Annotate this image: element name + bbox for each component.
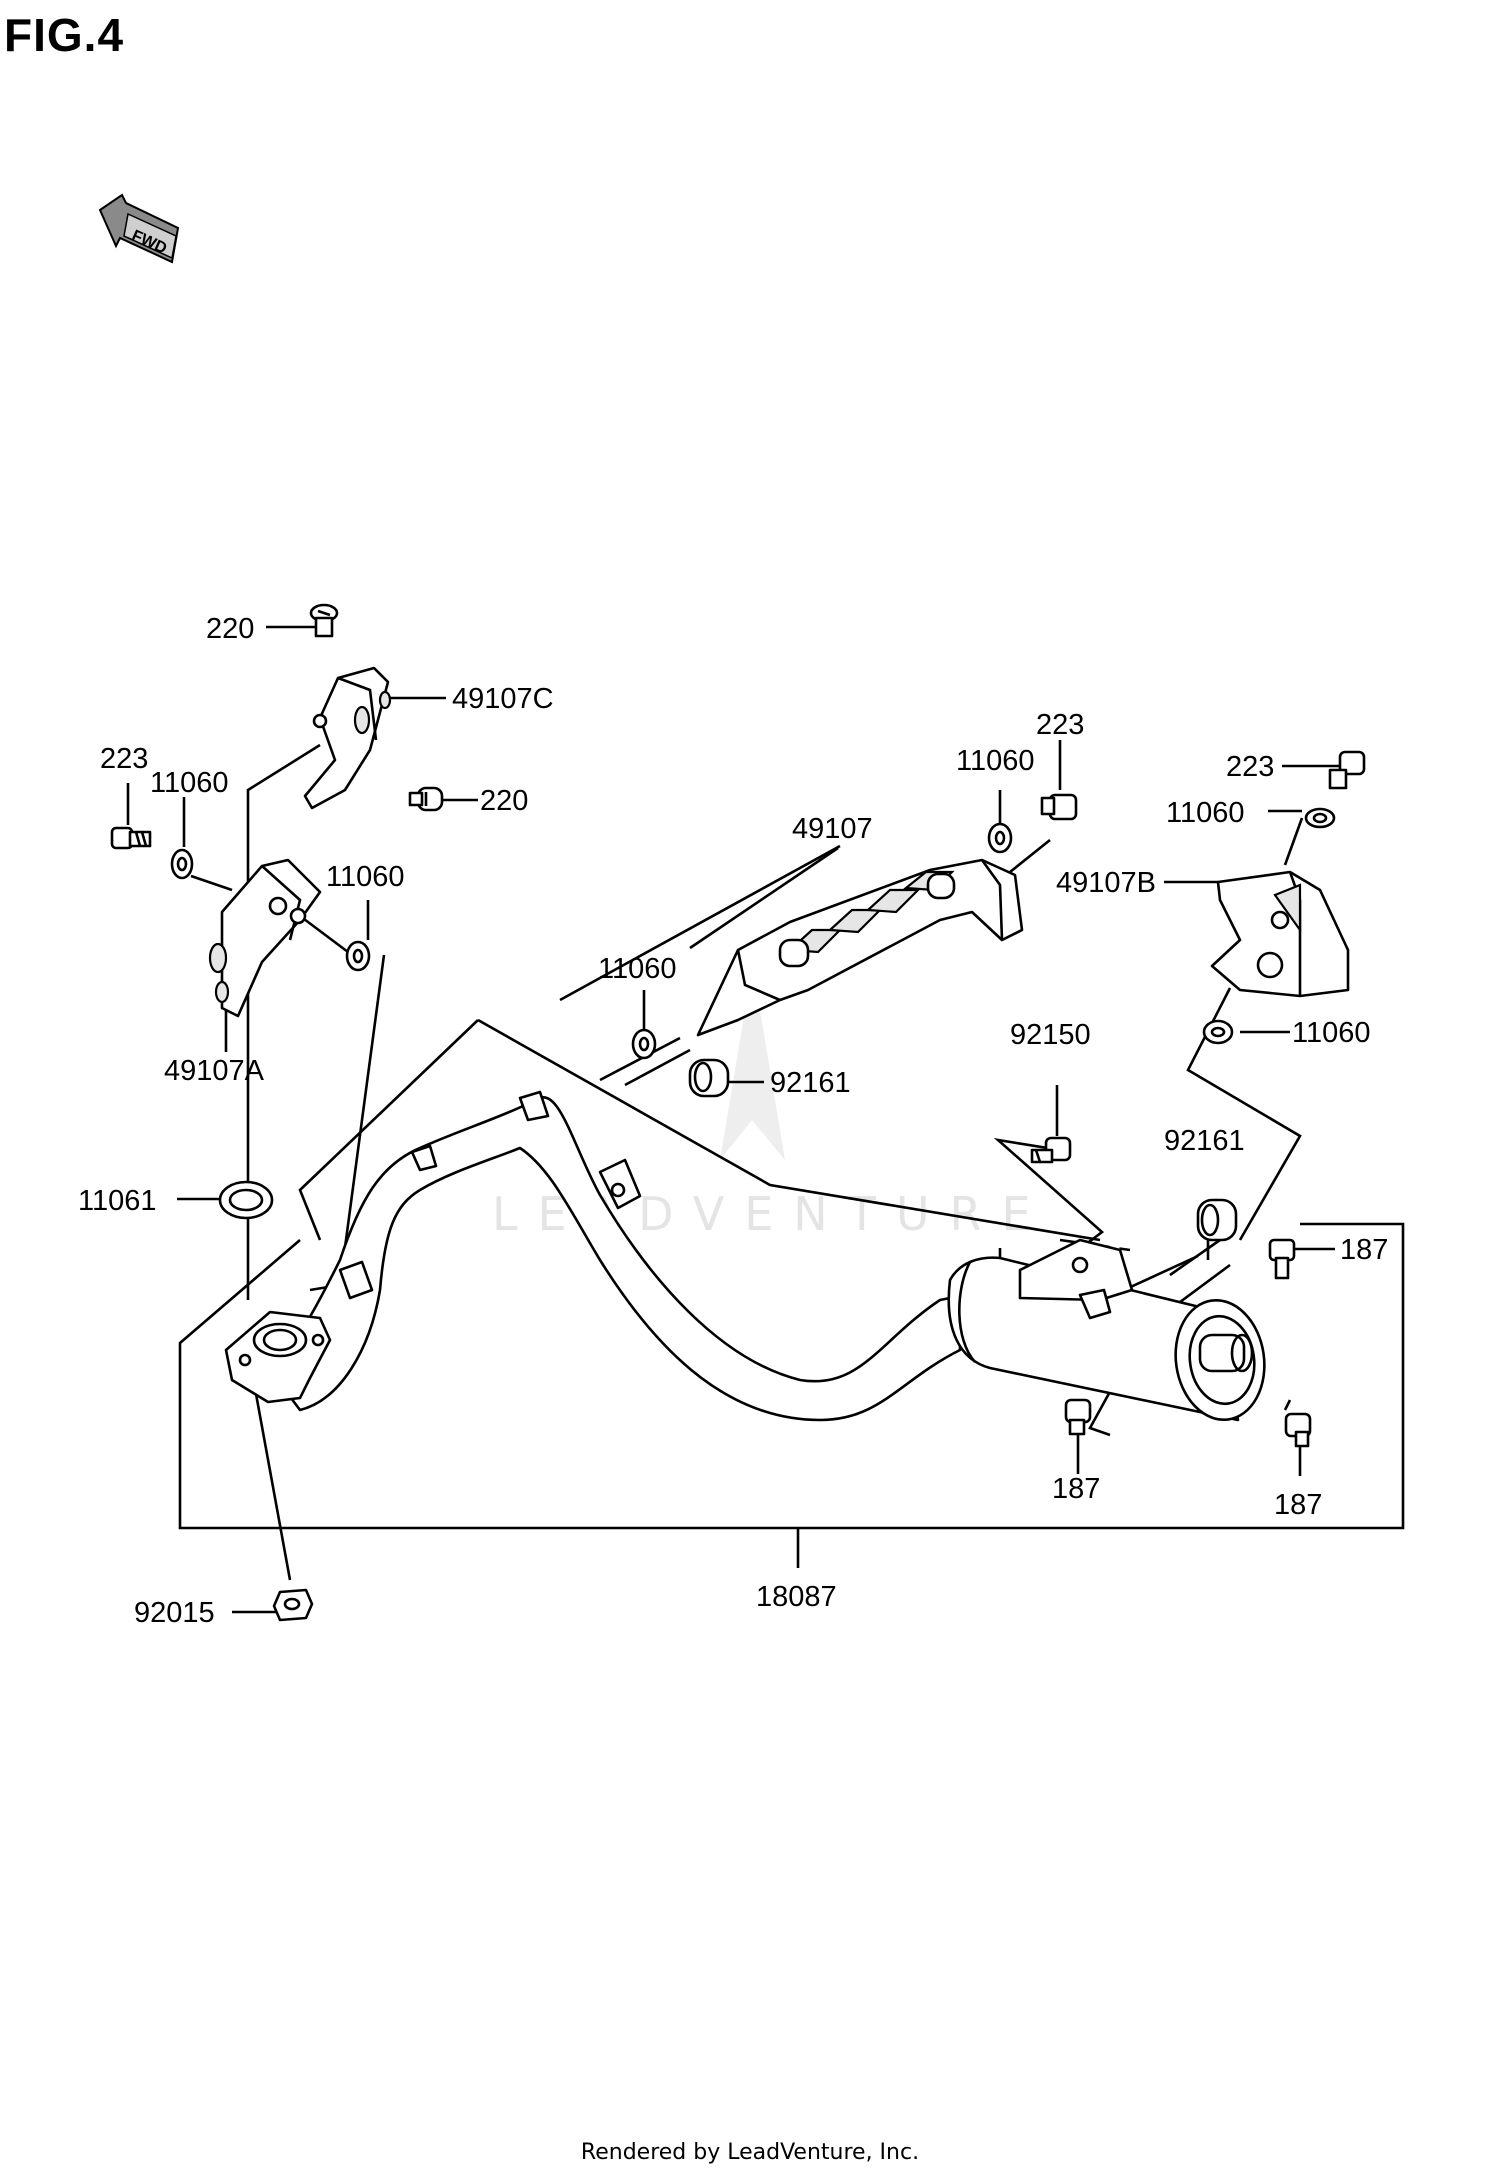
bolt-187-top-icon bbox=[1268, 1238, 1296, 1280]
muffler-assembly-18087-icon bbox=[224, 1090, 1266, 1422]
heat-guard-49107C-icon bbox=[303, 666, 392, 810]
render-credit-footer: Rendered by LeadVenture, Inc. bbox=[580, 2140, 920, 2165]
washer-11060-left-b-icon bbox=[345, 940, 371, 972]
callout-220-mid: 220 bbox=[480, 785, 528, 817]
bolt-187-bottom-right-icon bbox=[1284, 1412, 1312, 1448]
callout-11060-right-bottom: 11060 bbox=[1292, 1017, 1371, 1049]
figure-title: FIG.4 bbox=[4, 9, 125, 61]
heat-guard-49107-icon bbox=[696, 858, 1024, 1037]
bolt-223-left-icon bbox=[110, 826, 152, 850]
callout-92150: 92150 bbox=[1010, 1019, 1091, 1051]
screw-220-mid-icon bbox=[408, 786, 444, 812]
leader-lines bbox=[126, 625, 1340, 1614]
nut-92015-icon bbox=[272, 1588, 314, 1622]
washer-11060-left-a-icon bbox=[170, 848, 194, 880]
callout-220-top: 220 bbox=[206, 613, 254, 645]
callout-labels: 220 49107C 220 223 11060 11060 49107A 11… bbox=[78, 613, 1388, 1629]
damper-92161-right-icon bbox=[1196, 1198, 1238, 1242]
washer-11060-right-top-icon bbox=[1304, 807, 1336, 829]
callout-187-bottom-left: 187 bbox=[1052, 1473, 1100, 1505]
gasket-11061-icon bbox=[218, 1180, 274, 1220]
callout-92161-right: 92161 bbox=[1164, 1125, 1245, 1157]
bolt-187-bottom-left-icon bbox=[1064, 1398, 1092, 1436]
callout-223-left: 223 bbox=[100, 743, 148, 775]
washer-11060-center-icon bbox=[631, 1028, 657, 1060]
watermark-logo-icon bbox=[720, 1010, 785, 1160]
heat-guard-49107A-icon bbox=[208, 858, 322, 1018]
washer-11060-top-icon bbox=[987, 822, 1013, 854]
callout-11061: 11061 bbox=[78, 1185, 157, 1217]
callout-11060-right-top: 11060 bbox=[1166, 797, 1245, 829]
callout-49107C: 49107C bbox=[452, 683, 554, 715]
callout-92161-center: 92161 bbox=[770, 1067, 851, 1099]
callout-49107B: 49107B bbox=[1056, 867, 1156, 899]
fwd-arrow-icon: FWD bbox=[98, 193, 180, 264]
damper-92161-center-icon bbox=[688, 1058, 730, 1098]
bolt-92150-icon bbox=[1030, 1136, 1072, 1164]
callout-49107: 49107 bbox=[792, 813, 873, 845]
washer-11060-right-bottom-icon bbox=[1202, 1019, 1234, 1045]
bolt-223-right-icon bbox=[1328, 750, 1366, 790]
screw-220-top-icon bbox=[309, 603, 339, 638]
callout-11060-left-b: 11060 bbox=[326, 861, 405, 893]
callout-92015: 92015 bbox=[134, 1597, 215, 1629]
heat-guard-49107B-icon bbox=[1210, 870, 1350, 998]
callout-18087: 18087 bbox=[756, 1581, 837, 1613]
callout-11060-top: 11060 bbox=[956, 745, 1035, 777]
callout-223-right: 223 bbox=[1226, 751, 1274, 783]
callout-11060-center: 11060 bbox=[598, 953, 677, 985]
callout-187-bottom-right: 187 bbox=[1274, 1489, 1322, 1521]
bolt-223-top-icon bbox=[1040, 793, 1078, 821]
callout-187-top: 187 bbox=[1340, 1234, 1388, 1266]
callout-223-top: 223 bbox=[1036, 709, 1084, 741]
callout-11060-left-a: 11060 bbox=[150, 767, 229, 799]
callout-49107A: 49107A bbox=[164, 1055, 265, 1087]
assembly-bracket-18087 bbox=[178, 1222, 1405, 1530]
